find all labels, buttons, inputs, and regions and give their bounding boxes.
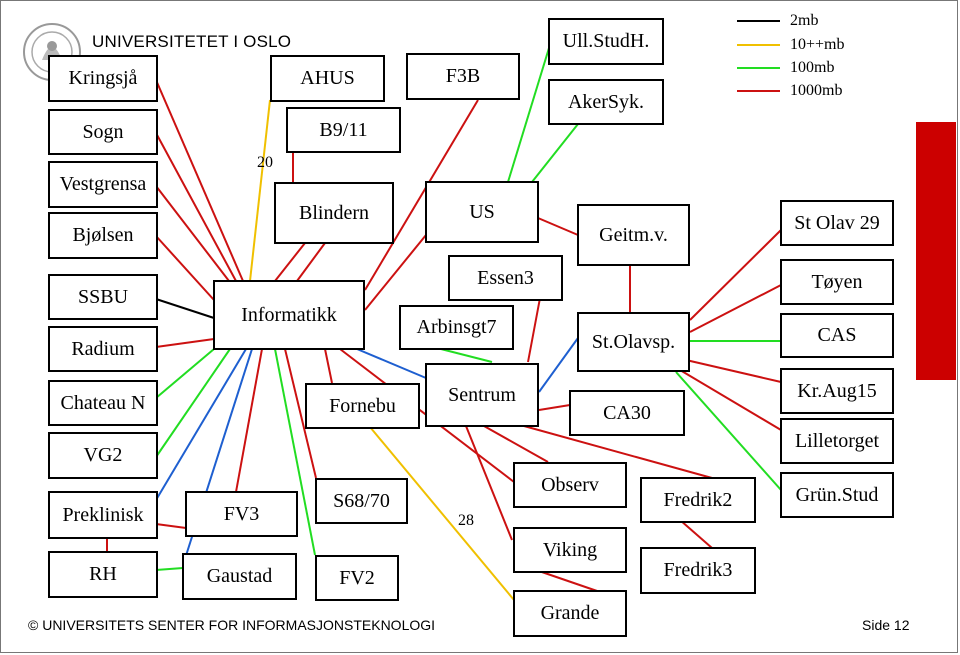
link-sogn-informatikk [155, 132, 237, 282]
link-f3b-informatikk [364, 99, 479, 291]
link-preklinisk-fv3 [155, 523, 187, 529]
node-sentrum: Sentrum [425, 363, 539, 427]
node-ca30: CA30 [569, 390, 685, 436]
node-fredrik2: Fredrik2 [640, 477, 756, 523]
node-us: US [425, 181, 539, 243]
node-bjolsen: Bjølsen [48, 212, 158, 259]
node-ahus: AHUS [270, 55, 385, 102]
link-preklinisk-informatikk [155, 348, 247, 501]
link-essen3-sentrum [527, 297, 541, 363]
node-fv2: FV2 [315, 555, 399, 601]
node-gaustad: Gaustad [182, 553, 297, 600]
node-stolav29: St Olav 29 [780, 200, 894, 246]
link-fredrik2-fredrik3 [679, 519, 713, 549]
node-cas: CAS [780, 313, 894, 358]
accent-bar [916, 122, 956, 380]
node-toyen: Tøyen [780, 259, 894, 305]
node-kringsja: Kringsjå [48, 55, 158, 102]
node-ullstudh: Ull.StudH. [548, 18, 664, 65]
node-radium: Radium [48, 326, 158, 372]
node-grande: Grande [513, 590, 627, 637]
legend-100mb: 100mb [790, 59, 835, 76]
link-label-20: 20 [257, 154, 273, 171]
link-fornebu-grande [369, 426, 515, 601]
link-informatikk-s6870 [284, 348, 317, 479]
legend-1000mb: 1000mb [790, 82, 843, 99]
page-number: Side 12 [862, 617, 910, 633]
node-rh: RH [48, 551, 158, 598]
legend-10mb: 10++mb [790, 36, 845, 53]
node-informatikk: Informatikk [213, 280, 365, 350]
node-ssbu: SSBU [48, 274, 158, 320]
node-geitm: Geitm.v. [577, 204, 690, 266]
link-stolavsp-lilletorget [679, 369, 782, 431]
link-blindern-informatikk-b [296, 242, 326, 282]
node-fv3: FV3 [185, 491, 298, 537]
link-sentrum-fredrik2 [523, 425, 713, 479]
link-viking-grande [535, 569, 601, 593]
node-blindern: Blindern [274, 182, 394, 244]
link-sentrum-viking [465, 425, 513, 541]
node-kraug15: Kr.Aug15 [780, 368, 894, 414]
institution-name: UNIVERSITETET I OSLO [92, 32, 292, 51]
node-grunstud: Grün.Stud [780, 472, 894, 518]
link-us-geitm [537, 217, 579, 236]
link-fv3-informatikk [235, 348, 263, 493]
link-stolavsp-toyen [689, 284, 782, 333]
link-bjolsen-informatikk [155, 235, 215, 301]
node-s6870: S68/70 [315, 478, 408, 524]
node-akersyk: AkerSyk. [548, 79, 664, 125]
link-arbinsgt7-sentrum [436, 347, 493, 363]
node-f3b: F3B [406, 53, 520, 100]
link-stolavsp-kraug15 [685, 359, 782, 383]
node-arbinsgt7: Arbinsgt7 [399, 305, 514, 350]
node-fredrik3: Fredrik3 [640, 547, 756, 594]
link-rh-gaustad [155, 567, 184, 571]
link-sentrum-observ [483, 425, 549, 463]
node-fornebu: Fornebu [305, 383, 420, 429]
link-chateau-informatikk [155, 348, 215, 399]
link-ssbu-informatikk [155, 298, 215, 319]
node-essen3: Essen3 [448, 255, 563, 301]
node-sogn: Sogn [48, 109, 158, 155]
node-viking: Viking [513, 527, 627, 573]
link-stolavsp-grunstud [675, 371, 782, 491]
link-informatikk-fornebu [324, 348, 333, 384]
node-vg2: VG2 [48, 432, 158, 479]
node-lilletorget: Lilletorget [780, 418, 894, 464]
node-observ: Observ [513, 462, 627, 508]
node-chateau: Chateau N [48, 380, 158, 426]
link-stolavsp-stolav29 [689, 229, 782, 321]
node-stolavsp: St.Olavsp. [577, 312, 690, 372]
legend-2mb: 2mb [790, 12, 819, 29]
node-b911: B9/11 [286, 107, 401, 153]
node-preklinisk: Preklinisk [48, 491, 158, 539]
link-blindern-informatikk-a [274, 242, 306, 282]
link-kringsja-informatikk [155, 79, 244, 282]
link-akersyk-us [531, 123, 579, 183]
link-label-28: 28 [458, 512, 474, 529]
link-vg2-informatikk [155, 348, 231, 458]
footer-copyright: © UNIVERSITETS SENTER FOR INFORMASJONSTE… [28, 617, 436, 633]
link-ullstudh-us [507, 47, 550, 183]
link-informatikk-fv2 [274, 348, 316, 556]
link-us-informatikk [364, 234, 427, 311]
link-informatikk-sentrum [356, 348, 427, 379]
link-vestgrensa-informatikk [155, 185, 230, 282]
node-vestgrensa: Vestgrensa [48, 161, 158, 208]
link-sentrum-ca30 [538, 404, 571, 411]
link-radium-informatikk [155, 338, 215, 348]
link-ahus-informatikk [249, 99, 271, 282]
link-sentrum-stolavsp [538, 337, 579, 393]
